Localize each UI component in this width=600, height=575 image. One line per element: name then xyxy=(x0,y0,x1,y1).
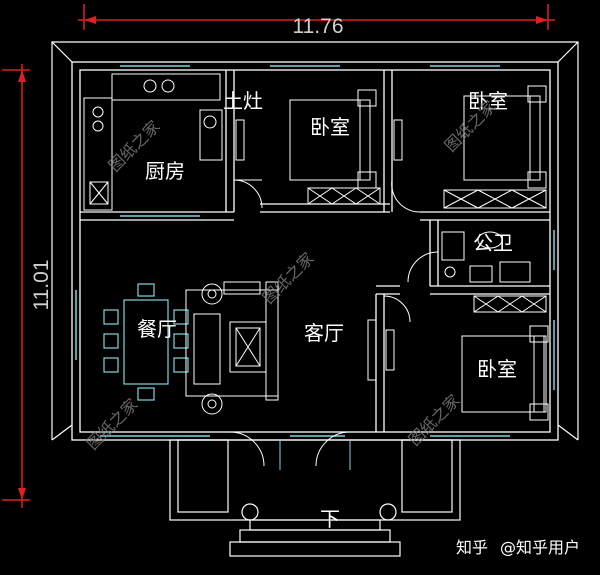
room-label-bathroom: 公卫 xyxy=(473,231,513,255)
porch-label-down: 下 xyxy=(320,507,340,531)
bathroom-fixtures xyxy=(441,231,531,283)
room-label-bedroom-1: 卧室 xyxy=(310,115,350,139)
room-label-living: 客厅 xyxy=(304,321,344,345)
sofa-set xyxy=(185,281,279,415)
interior-walls xyxy=(80,70,550,432)
tv-wall xyxy=(367,319,377,381)
porch xyxy=(169,439,461,557)
width-dimension: 11.76 xyxy=(293,15,344,38)
depth-dimension: 11.01 xyxy=(30,260,53,311)
entrance-doors xyxy=(279,440,351,470)
dimension-ticks xyxy=(18,16,548,500)
room-label-kitchen: 厨房 xyxy=(145,159,185,183)
kitchen-fixtures xyxy=(83,73,223,211)
room-label-bedroom-3: 卧室 xyxy=(477,357,517,381)
watermark: 图纸之家 xyxy=(405,391,464,450)
windows xyxy=(75,65,555,437)
door-swings xyxy=(229,179,439,467)
dining-table xyxy=(103,283,189,401)
room-label-stove: 土灶 xyxy=(223,89,263,113)
bedroom-2-furniture xyxy=(393,85,547,209)
watermark: 图纸之家 xyxy=(259,249,318,308)
dimension-lines xyxy=(2,4,555,508)
bedroom-3-furniture xyxy=(385,295,549,421)
zhihu-user: @知乎用户 xyxy=(500,538,580,557)
watermark: 图纸之家 xyxy=(83,395,142,454)
zhihu-logo: 知乎 xyxy=(456,538,488,557)
room-label-bedroom-2: 卧室 xyxy=(468,89,508,113)
roof-outline xyxy=(51,41,579,441)
bedroom-1-furniture xyxy=(235,89,381,205)
room-label-dining: 餐厅 xyxy=(137,317,177,341)
